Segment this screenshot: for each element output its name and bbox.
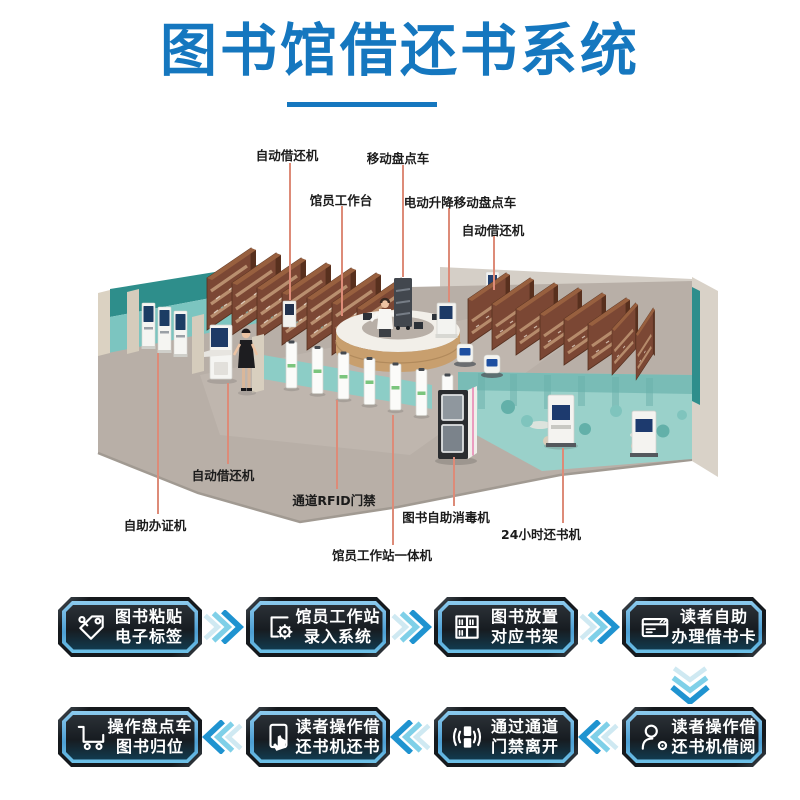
flow-step-line2: 录入系统 — [304, 627, 373, 646]
desk-monitors — [363, 313, 440, 329]
floor-front-edge — [97, 451, 717, 524]
leader-line — [289, 163, 291, 300]
arrow-right-icon — [579, 610, 620, 644]
arrow-right-icon — [203, 610, 244, 644]
arrow-down-icon — [670, 666, 710, 704]
workstation-gear-icon — [262, 610, 296, 644]
flow-step-line2: 图书归位 — [116, 737, 185, 756]
leader-line — [227, 383, 229, 464]
equipment-label-sterilizer: 图书自助消毒机 — [402, 510, 490, 525]
library-room-illustration — [97, 246, 718, 524]
leader-line — [157, 353, 159, 514]
flow-step-line1: 通过通道 — [490, 716, 559, 736]
flow-step-line2: 还书机借阅 — [671, 737, 757, 756]
electric-lifting-cart — [435, 302, 458, 338]
arrow-left-icon — [578, 720, 619, 754]
reader-icon — [638, 720, 672, 754]
equipment-label-mobile-cart: 移动盘点车 — [366, 151, 430, 166]
tag-icon — [74, 610, 108, 644]
visitor-woman — [232, 328, 259, 396]
flow-step-shelve-books: 图书放置 对应书架 — [434, 597, 578, 657]
equipment-label-rfid-gate: 通道RFID门禁 — [292, 493, 376, 508]
leader-line — [336, 400, 338, 489]
flow-step-line2: 门禁离开 — [490, 737, 559, 756]
flow-step-line1: 图书放置 — [490, 606, 559, 626]
leader-line — [493, 236, 495, 290]
equipment-label-selfcheck-bottom: 自动借还机 — [191, 468, 255, 483]
flow-step-get-card: 读者自助 办理借书卡 — [622, 597, 766, 657]
arrow-right-icon — [391, 610, 432, 644]
page-title: 图书馆借还书系统 — [160, 18, 640, 84]
flow-step-line2: 电子标签 — [114, 627, 183, 646]
selfcheck-between-shelves — [282, 300, 297, 328]
selfcheck-kiosk-front — [204, 324, 237, 384]
cart-icon — [74, 720, 108, 754]
flow-step-exit-gate: 通过通道 门禁离开 — [434, 707, 578, 767]
flow-step-reshelve: 操作盘点车 图书归位 — [58, 707, 202, 767]
flow-step-line2: 办理借书卡 — [671, 627, 757, 646]
flow-step-line2: 还书机还书 — [295, 737, 381, 756]
arrow-left-icon — [390, 720, 431, 754]
equipment-label-card-kiosk: 自助办证机 — [123, 518, 187, 533]
selfcheck-kiosk-reading-area — [630, 410, 658, 457]
hand-tap-icon — [262, 720, 296, 754]
flow-step-line1: 操作盘点车 — [107, 716, 193, 736]
gate-signal-icon — [450, 720, 484, 754]
equipment-label-selfcheck-right: 自动借还机 — [461, 223, 525, 238]
book-return-machine-24h — [544, 394, 578, 450]
pillars — [98, 289, 204, 374]
flow-step-line1: 读者操作借 — [671, 716, 757, 736]
flow-step-line1: 读者自助 — [680, 606, 749, 626]
flow-step-borrow-books: 读者操作借 还书机借阅 — [622, 707, 766, 767]
equipment-label-lifting-cart: 电动升降移动盘点车 — [403, 195, 517, 210]
leader-line — [562, 448, 564, 523]
card-icon — [638, 610, 672, 644]
equipment-label-staff-desk: 馆员工作台 — [309, 193, 373, 208]
leader-line — [402, 165, 404, 277]
flow-step-line1: 图书粘贴 — [114, 606, 183, 626]
flow-step-catalog-entry: 馆员工作站 录入系统 — [246, 597, 390, 657]
flow-step-line1: 馆员工作站 — [295, 606, 381, 626]
equipment-label-staff-workstation: 馆员工作站一体机 — [331, 548, 433, 563]
flow-step-return-books: 读者操作借 还书机还书 — [246, 707, 390, 767]
arrow-left-icon — [202, 720, 243, 754]
equipment-label-24h-return: 24小时还书机 — [501, 527, 581, 542]
title-underline — [287, 102, 437, 107]
mobile-inventory-cart — [394, 278, 412, 330]
right-wall — [692, 277, 718, 477]
flow-step-line2: 对应书架 — [490, 627, 559, 646]
leader-line — [453, 457, 455, 506]
flow-step-line1: 读者操作借 — [295, 716, 381, 736]
leader-line — [448, 208, 450, 302]
leader-line — [392, 415, 394, 545]
card-kiosk-cluster — [141, 302, 188, 358]
equipment-label-selfcheck-top: 自动借还机 — [255, 148, 319, 163]
book-sterilizer — [435, 386, 477, 465]
inventory-robots — [454, 343, 503, 378]
flow-step-tag-books: 图书粘贴 电子标签 — [58, 597, 202, 657]
leader-line — [341, 206, 343, 316]
bookshelf-icon — [450, 610, 484, 644]
